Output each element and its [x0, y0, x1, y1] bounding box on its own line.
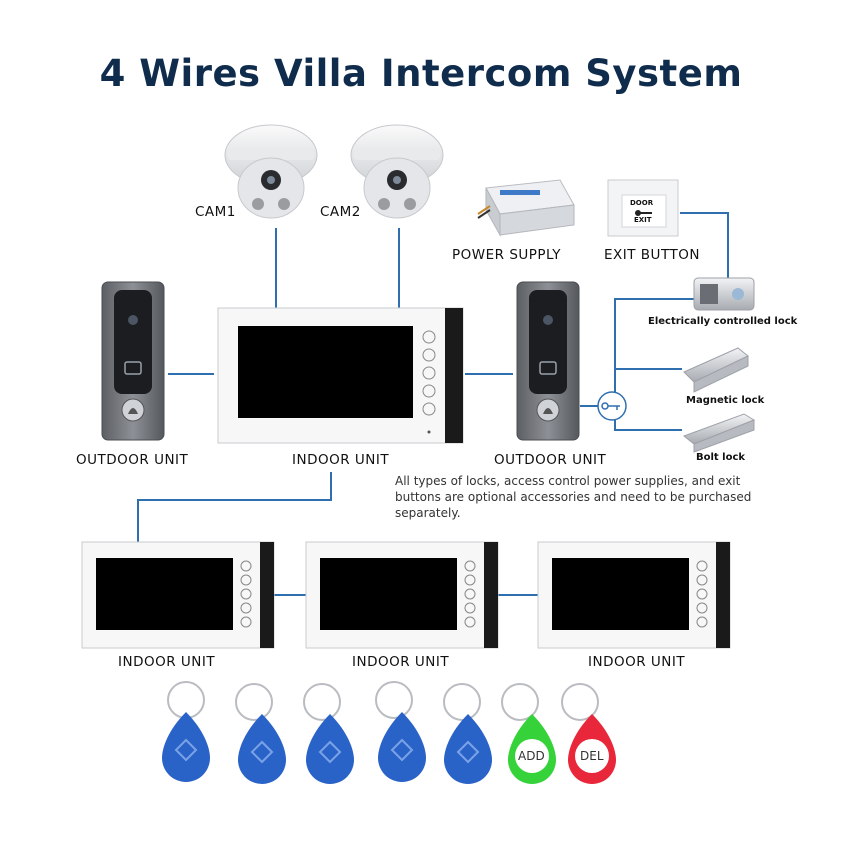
dome-camera-1 [224, 124, 318, 219]
exit-button-label: EXIT BUTTON [604, 247, 700, 263]
magnetic-lock-device [683, 347, 749, 393]
exit-button-device [607, 179, 679, 237]
key-connector-icon [597, 391, 627, 421]
dome-camera-2 [350, 124, 444, 219]
rfid-tag-1 [162, 681, 210, 782]
indoor-unit-3-device [537, 541, 731, 649]
outdoor-unit-left-label: OUTDOOR UNIT [76, 452, 189, 468]
wire-cam2 [398, 228, 400, 308]
wire-indoor-down-v2 [137, 499, 139, 542]
indoor-unit-2-device [305, 541, 499, 649]
rfid-tag-2 [235, 683, 286, 784]
bolt-lock-device [682, 413, 756, 453]
indoor-unit-2-label: INDOOR UNIT [352, 654, 450, 670]
power-supply-label: POWER SUPPLY [452, 247, 562, 263]
wire-cam1 [275, 228, 277, 308]
bolt-lock-label: Bolt lock [696, 452, 746, 463]
indoor-unit-main-device [217, 307, 464, 444]
accessories-note: All types of locks, access control power… [395, 474, 752, 520]
rfid-tag-add [501, 683, 556, 784]
exit-button-face-bottom: EXIT [634, 216, 652, 224]
wire-exit-v [727, 212, 729, 282]
wire-indoor-1-2 [272, 594, 306, 596]
power-supply-box [477, 179, 575, 237]
indoor-unit-1-device [81, 541, 275, 649]
exit-button-face-top: DOOR [630, 199, 654, 207]
outdoor-unit-left-device [101, 281, 165, 441]
wire-lock-bus-v [614, 298, 616, 430]
wire-key-link [580, 405, 614, 407]
indoor-unit-1-label: INDOOR UNIT [118, 654, 216, 670]
rfid-del-text: DEL [580, 749, 604, 763]
indoor-unit-main-label: INDOOR UNIT [292, 452, 390, 468]
wire-outdoor-left [168, 373, 214, 375]
electric-lock-label: Electrically controlled lock [648, 316, 798, 327]
wire-indoor-down-v1 [330, 472, 332, 500]
outdoor-unit-right-device [516, 281, 580, 441]
rfid-add-text: ADD [518, 749, 545, 763]
rfid-tag-4 [375, 681, 426, 782]
cam1-label: CAM1 [195, 204, 236, 220]
wire-lock-1 [614, 298, 694, 300]
wire-lock-3 [614, 429, 682, 431]
indoor-unit-3-label: INDOOR UNIT [588, 654, 686, 670]
outdoor-unit-right-label: OUTDOOR UNIT [494, 452, 607, 468]
wire-indoor-down-h [137, 499, 332, 501]
rfid-tag-5 [443, 683, 492, 784]
magnetic-lock-label: Magnetic lock [686, 395, 765, 406]
cam2-label: CAM2 [320, 204, 361, 220]
electric-lock-device [693, 277, 755, 311]
rfid-tag-3 [303, 683, 354, 784]
page-title: 4 Wires Villa Intercom System [99, 52, 743, 95]
wire-exit-h [680, 212, 728, 214]
rfid-tag-del [561, 683, 616, 784]
wire-indoor-2-3 [496, 594, 538, 596]
wire-lock-2 [614, 368, 682, 370]
wire-outdoor-right [465, 373, 513, 375]
